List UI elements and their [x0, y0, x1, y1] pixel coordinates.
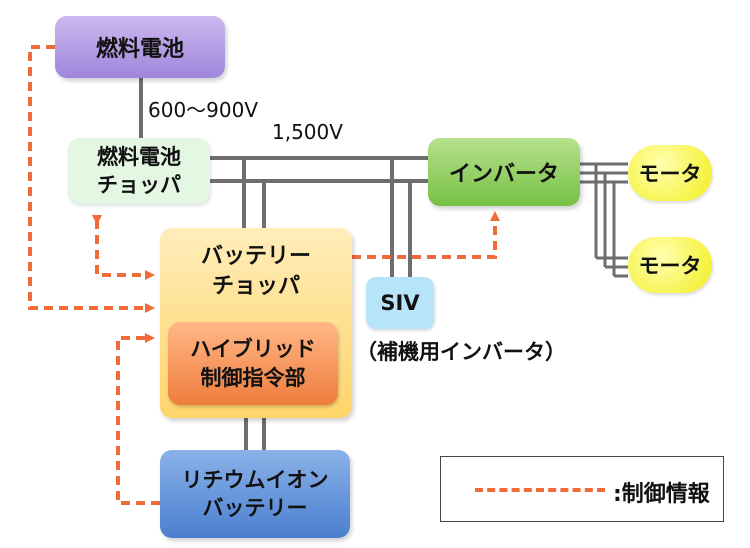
siv-label: SIV: [380, 291, 420, 315]
motor-1: モータ: [628, 145, 712, 201]
battery-chopper-label-line1: バッテリー: [200, 244, 311, 269]
inverter-label: インバータ: [448, 162, 559, 187]
fuel-cell-label: 燃料電池: [95, 37, 184, 62]
fuel-cell-box: 燃料電池: [55, 16, 225, 78]
motor-2-label: モータ: [638, 254, 702, 278]
li-ion-battery-box: リチウムイオン バッテリー: [160, 450, 350, 538]
inverter-box: インバータ: [428, 138, 580, 206]
fuel-cell-chopper-box: 燃料電池 チョッパ: [68, 138, 210, 204]
motor-2: モータ: [628, 237, 712, 293]
bus-voltage-label: 1,500V: [272, 120, 343, 144]
control-arrow-fcc-battery: [92, 215, 155, 280]
hybrid-controller-box: ハイブリッド 制御指令部: [168, 322, 338, 405]
fuel-cell-chopper-label-line2: チョッパ: [97, 173, 181, 197]
hybrid-controller-label-line2: 制御指令部: [200, 365, 306, 390]
li-ion-battery-label-line2: バッテリー: [202, 496, 308, 520]
siv-caption: （補機用インバータ）: [356, 340, 566, 364]
motor-1-label: モータ: [638, 162, 702, 186]
legend: :制御情報: [440, 456, 724, 522]
control-arrow-li-to-battery: [116, 333, 160, 505]
legend-label: :制御情報: [613, 482, 710, 507]
battery-chopper-label-line2: チョッパ: [211, 273, 300, 299]
siv-box: SIV: [366, 277, 434, 329]
fuel-cell-chopper-label-line1: 燃料電池: [97, 144, 181, 169]
control-arrow-fc-to-battery: [28, 45, 155, 313]
li-ion-battery-label-line1: リチウムイオン: [181, 467, 329, 492]
control-arrow-battery-to-inverter: [352, 211, 500, 259]
legend-dashed-line-sample: [475, 488, 605, 492]
hybrid-controller-label-line1: ハイブリッド: [190, 337, 316, 362]
fuel-cell-voltage-label: 600～900V: [148, 98, 259, 122]
